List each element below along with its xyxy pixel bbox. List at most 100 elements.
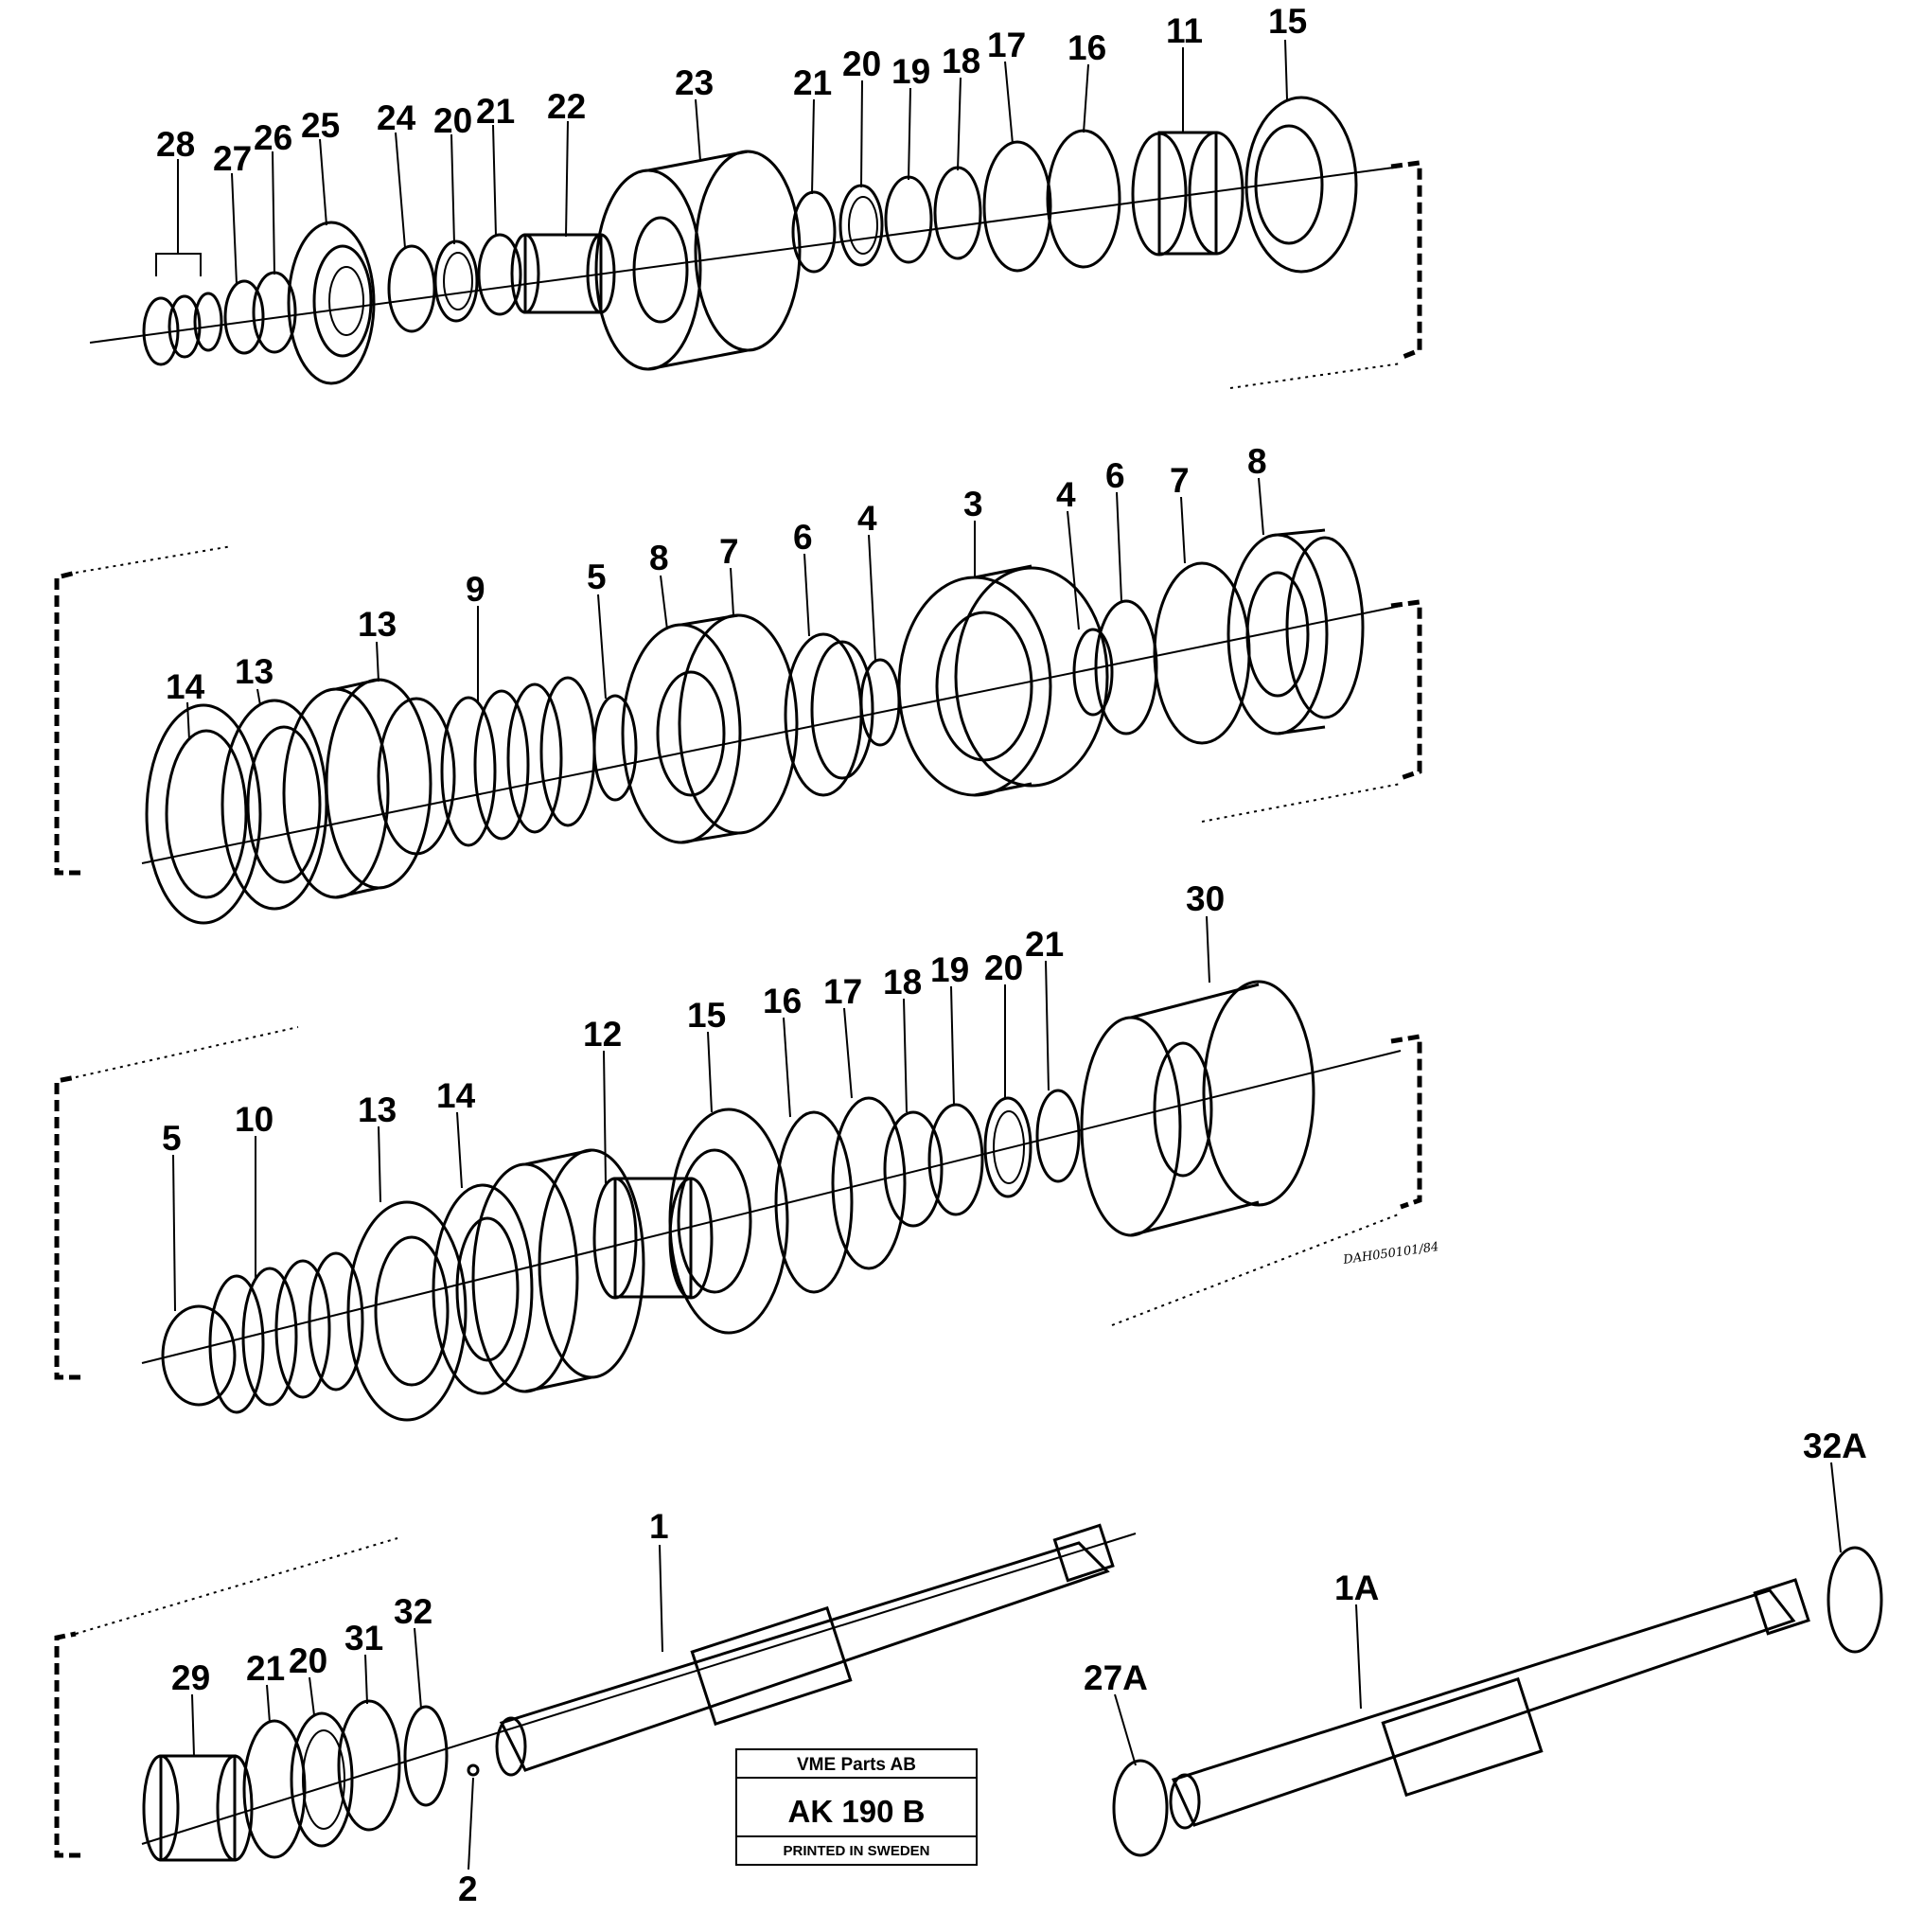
- callout-13c: 13: [358, 1090, 397, 1129]
- callout-19c: 19: [930, 950, 969, 989]
- row-4-assembly: [54, 1462, 1883, 1870]
- part-8-piston-b: [1227, 528, 1365, 736]
- part-20-needle-bearing: [433, 239, 479, 323]
- callout-1A: 1A: [1334, 1569, 1379, 1607]
- drawing-signature: DAH050101/84: [1341, 1240, 1439, 1267]
- row-1-assembly: [89, 39, 1422, 389]
- callout-20d: 20: [289, 1641, 327, 1680]
- callout-6: 6: [793, 518, 813, 557]
- callout-7b: 7: [1170, 461, 1190, 500]
- row-3-left-bracket: [54, 1074, 80, 1380]
- callout-31: 31: [344, 1619, 383, 1657]
- part-5-ring: [592, 694, 638, 802]
- stamp-code: AK 190 B: [788, 1794, 926, 1829]
- row-3-assembly: DAH050101/84: [54, 915, 1439, 1422]
- part-32A-circlip: [1827, 1546, 1883, 1654]
- part-29-needle-bearing: [142, 1754, 254, 1862]
- callout-4: 4: [857, 499, 877, 538]
- part-21-washer: [477, 233, 522, 316]
- callout-27A: 27A: [1084, 1658, 1148, 1697]
- callout-21c: 21: [1025, 925, 1064, 964]
- part-20-needle-bearing-b: [838, 184, 884, 267]
- part-21-washer-c: [1035, 1089, 1081, 1183]
- callout-20c: 20: [984, 948, 1023, 987]
- row-2-return-line-right: [1201, 783, 1402, 823]
- part-28-snap-rings: [142, 253, 223, 366]
- part-9-spring: [440, 676, 596, 847]
- callout-12: 12: [583, 1015, 622, 1054]
- part-17-ring-b: [831, 1096, 907, 1270]
- callout-19: 19: [891, 52, 930, 91]
- part-20-needle-bearing-d: [290, 1711, 354, 1848]
- callout-29: 29: [171, 1658, 210, 1697]
- callout-20: 20: [433, 101, 472, 140]
- callout-20b: 20: [842, 44, 881, 83]
- callout-9: 9: [466, 570, 485, 609]
- part-13-disc-pack: [282, 678, 456, 899]
- callout-13b: 13: [358, 605, 397, 644]
- callout-32: 32: [394, 1592, 432, 1631]
- callout-8: 8: [649, 539, 669, 577]
- part-20-needle-bearing-c: [983, 1096, 1032, 1198]
- callout-2: 2: [458, 1870, 478, 1908]
- part-32-circlip: [403, 1705, 449, 1807]
- row-2-axis-line: [141, 605, 1402, 864]
- part-1A-mainshaft: [1169, 1578, 1810, 1830]
- row-3-return-line-left: [75, 1026, 299, 1078]
- callout-14c: 14: [436, 1076, 476, 1115]
- callout-21: 21: [476, 92, 515, 131]
- callout-6b: 6: [1105, 456, 1125, 495]
- row-4-return-line: [75, 1537, 398, 1635]
- part-1-mainshaft: [495, 1523, 1115, 1777]
- part-16-ring: [1046, 129, 1121, 269]
- part-16-ring-b: [774, 1110, 854, 1294]
- part-30-clutch-drum: [1080, 980, 1315, 1237]
- part-8-piston: [621, 613, 799, 844]
- part-19-washer: [884, 175, 933, 264]
- callout-5: 5: [587, 558, 607, 596]
- stamp-printed: PRINTED IN SWEDEN: [783, 1843, 929, 1859]
- row-2-left-bracket: [54, 570, 80, 876]
- row-1-return-line: [1229, 363, 1402, 389]
- callout-18c: 18: [883, 963, 922, 1001]
- callout-30: 30: [1186, 879, 1225, 918]
- part-3-cylinder: [897, 564, 1109, 797]
- part-12-hub: [592, 1177, 714, 1300]
- callout-28: 28: [156, 125, 195, 164]
- part-15-plate-b: [668, 1108, 789, 1335]
- part-17-ring: [982, 140, 1052, 273]
- callout-23: 23: [675, 63, 714, 102]
- callout-32A: 32A: [1803, 1427, 1867, 1465]
- part-11-hub: [1131, 131, 1244, 257]
- part-4-seal-b: [1072, 628, 1114, 717]
- row-2-right-bracket: [1390, 599, 1422, 781]
- part-23-clutch-drum: [594, 150, 802, 371]
- callout-17c: 17: [823, 972, 862, 1011]
- callout-21d: 21: [246, 1649, 285, 1688]
- part-14-friction-disc-b: [432, 1183, 534, 1395]
- part-6-seal-b: [1094, 599, 1158, 736]
- callout-10: 10: [235, 1100, 274, 1139]
- row-2-return-line-left: [75, 545, 233, 574]
- callout-16: 16: [1068, 28, 1106, 67]
- row-3-axis-line: [141, 1050, 1402, 1364]
- part-13-disc-pack-b: [471, 1148, 645, 1393]
- callout-21b: 21: [793, 63, 832, 102]
- callout-8b: 8: [1247, 442, 1267, 481]
- callout-27: 27: [213, 139, 252, 178]
- row-2-assembly: [54, 477, 1422, 925]
- callout-25: 25: [301, 106, 340, 145]
- callout-14: 14: [166, 667, 205, 706]
- part-13-steel-disc: [221, 699, 328, 911]
- part-4-seal: [859, 658, 901, 747]
- callout-labels: 28 27 26 25 24 20 21 22 23 21 20 19 18 1…: [156, 2, 1867, 1908]
- callout-3: 3: [963, 485, 983, 523]
- part-27A-circlip: [1112, 1759, 1169, 1857]
- row-2-leaders: [186, 477, 1264, 741]
- part-15-plate: [1244, 96, 1358, 274]
- row-3-leaders: [172, 915, 1210, 1312]
- part-21-washer-b: [791, 190, 837, 274]
- row-1-axis-line: [89, 166, 1402, 344]
